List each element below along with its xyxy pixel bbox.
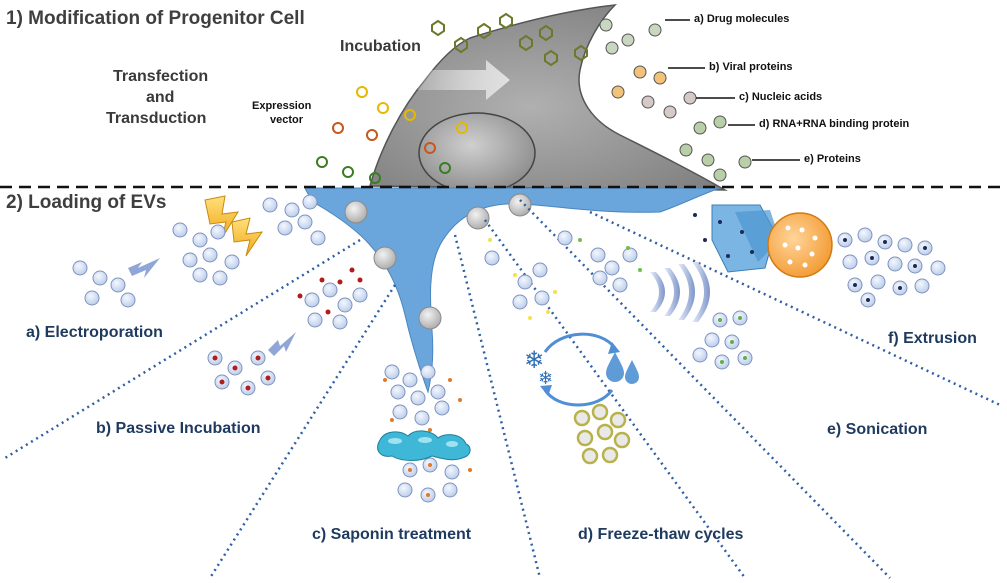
arrow-icon bbox=[128, 258, 160, 278]
method-extrusion: f) Extrusion bbox=[888, 330, 977, 347]
incubation-arrow bbox=[418, 60, 510, 100]
cargo-label-c: c) Nucleic acids bbox=[739, 91, 823, 103]
lightning-icon bbox=[204, 195, 239, 239]
sonication-group bbox=[650, 262, 753, 370]
method-saponin: c) Saponin treatment bbox=[312, 526, 472, 543]
cell-nucleus bbox=[418, 112, 536, 194]
ev-cell-membrane bbox=[304, 187, 721, 394]
sound-wave-icon bbox=[678, 264, 695, 320]
incubation-label: Incubation bbox=[340, 38, 421, 55]
cargo-label-d: d) RNA+RNA binding protein bbox=[759, 118, 910, 130]
method-sonication: e) Sonication bbox=[827, 421, 928, 438]
transfection-line-1: Transfection bbox=[113, 68, 209, 85]
extrusion-group bbox=[693, 204, 946, 308]
transfection-line-3: Transduction bbox=[106, 110, 207, 127]
electroporation-group bbox=[72, 194, 326, 308]
section2-title: 2) Loading of EVs bbox=[6, 192, 167, 213]
cargo-label-leaders bbox=[665, 19, 800, 161]
method-freeze-thaw: d) Freeze-thaw cycles bbox=[578, 526, 744, 543]
water-drop-icon bbox=[606, 352, 624, 382]
water-drop-icon bbox=[625, 360, 639, 384]
sound-wave-icon bbox=[692, 262, 710, 322]
saponin-group bbox=[377, 364, 472, 503]
expression-vector-rings bbox=[316, 86, 468, 184]
saponin-foam-icon bbox=[377, 430, 471, 461]
snowflake-icon: ❄ bbox=[538, 368, 553, 389]
extrusion-filter bbox=[767, 212, 833, 278]
freeze-thaw-group: ❄ ❄ bbox=[484, 230, 642, 465]
method-passive-incubation: b) Passive Incubation bbox=[96, 420, 261, 437]
sound-wave-icon bbox=[664, 268, 680, 316]
drug-molecules bbox=[431, 12, 588, 67]
expression-vector-line-1: Expression bbox=[252, 100, 312, 112]
transfection-line-2: and bbox=[146, 89, 175, 106]
snowflake-icon: ❄ bbox=[524, 346, 544, 374]
cycle-arrow bbox=[543, 389, 614, 407]
cycle-arrow bbox=[543, 332, 617, 353]
arrow-icon bbox=[268, 332, 296, 356]
cargo-label-b: b) Viral proteins bbox=[709, 61, 793, 73]
lightning-icon bbox=[231, 217, 264, 257]
passive-incubation-group bbox=[207, 267, 368, 396]
cargo-label-a: a) Drug molecules bbox=[694, 13, 790, 25]
sound-wave-icon bbox=[650, 272, 665, 312]
expression-vector-line-2: vector bbox=[270, 114, 304, 126]
cargo-label-e: e) Proteins bbox=[804, 153, 861, 165]
cargo-vesicles bbox=[599, 18, 752, 182]
section1-title: 1) Modification of Progenitor Cell bbox=[6, 8, 305, 29]
method-electroporation: a) Electroporation bbox=[26, 324, 163, 341]
budding-vesicles bbox=[344, 193, 532, 330]
